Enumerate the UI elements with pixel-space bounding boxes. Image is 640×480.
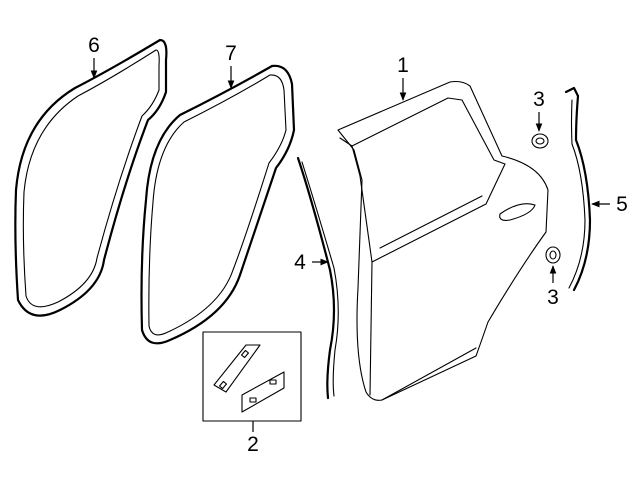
door-handle-recess (499, 203, 536, 221)
door-shell[interactable] (337, 80, 549, 401)
callout-1: 1 (397, 54, 409, 77)
grommet-upper[interactable] (531, 133, 549, 149)
callout-2: 2 (247, 433, 259, 456)
grommet-lower[interactable] (545, 246, 561, 264)
rear-seal-strip[interactable] (564, 86, 592, 292)
callout-7: 7 (225, 42, 237, 65)
clip-kit-inset[interactable] (202, 331, 302, 422)
callout-3-lower: 3 (547, 286, 559, 309)
callout-6: 6 (88, 34, 100, 57)
door-weatherstrip[interactable] (140, 64, 296, 345)
callout-4: 4 (294, 251, 306, 274)
front-seal-strip[interactable] (296, 156, 339, 400)
callout-3-upper: 3 (533, 88, 545, 111)
callout-5: 5 (616, 193, 628, 216)
body-weatherstrip[interactable] (14, 38, 168, 317)
